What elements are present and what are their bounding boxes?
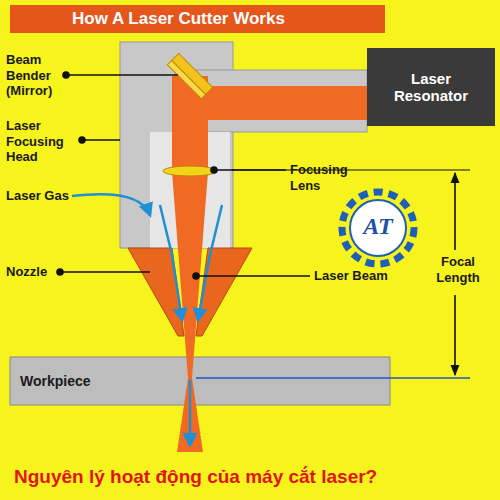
gas-flow-arrows xyxy=(72,194,222,445)
title-bar xyxy=(10,5,385,33)
nozzle-left xyxy=(128,248,184,336)
part-label: Laser Beam xyxy=(314,268,404,284)
dimension-label: Focal Length xyxy=(420,253,496,286)
node-text: Workpiece xyxy=(20,373,91,389)
focusing-lens xyxy=(163,166,217,176)
part-label: Laser Gas xyxy=(6,188,86,204)
gear-logo xyxy=(342,192,414,264)
workpiece-box: Workpiece xyxy=(12,359,172,403)
title-text: How A Laser Cutter Works xyxy=(72,9,285,29)
workpiece-bar xyxy=(10,357,390,405)
logo-text: AT xyxy=(350,212,406,241)
part-label: Laser Focusing Head xyxy=(6,118,84,165)
part-label: Beam Bender (Mirror) xyxy=(6,52,68,99)
focal-point-line xyxy=(196,377,470,379)
converging-beam xyxy=(172,172,208,378)
resonator-box: Laser Resonator xyxy=(367,48,495,126)
caption-text: Nguyên lý hoạt động của máy cắt laser? xyxy=(14,466,377,489)
part-label: Focusing Lens xyxy=(290,162,370,193)
node-text: Laser Resonator xyxy=(375,70,487,104)
mirror xyxy=(167,53,212,98)
part-label: Nozzle xyxy=(6,264,66,280)
diverging-beam xyxy=(177,378,203,452)
